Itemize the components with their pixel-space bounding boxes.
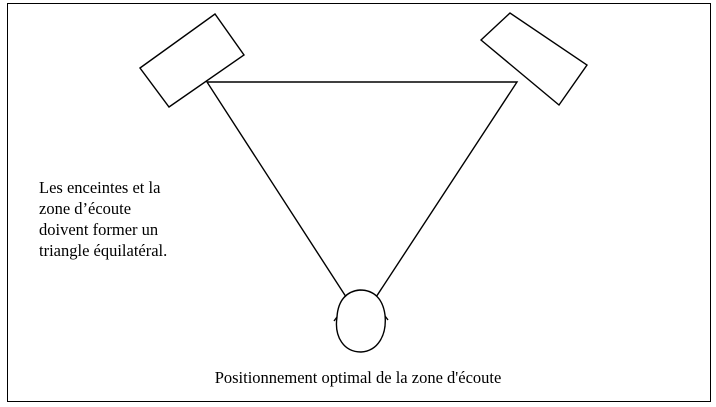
diagram-caption: Positionnement optimal de la zone d'écou… [214, 368, 502, 387]
note-line-3: doivent former un [39, 220, 159, 239]
right-speaker [479, 12, 588, 107]
left-speaker [139, 13, 245, 108]
equilateral-triangle [205, 81, 519, 322]
note-line-1: Les enceintes et la [39, 178, 161, 197]
listener-head [335, 289, 386, 353]
left-ear [333, 316, 338, 322]
note-line-2: zone d’écoute [39, 199, 132, 218]
right-ear [384, 315, 389, 321]
note-line-4: triangle équilatéral. [39, 241, 168, 260]
equilateral-note: Les enceintes et la zone d’écoute doiven… [39, 177, 239, 261]
